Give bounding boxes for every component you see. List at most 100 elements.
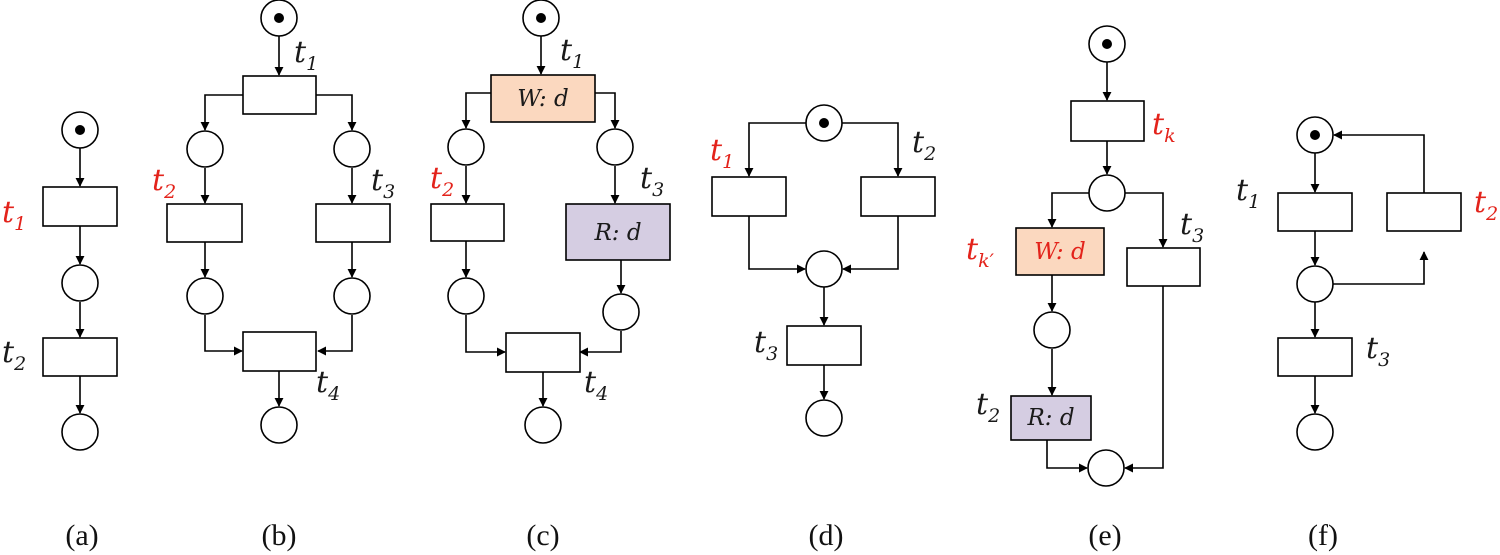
place <box>1088 174 1126 212</box>
read-label: R: d <box>1026 405 1074 431</box>
label-t2: t2 <box>430 161 454 201</box>
transition-t2 <box>166 203 243 243</box>
transition-t2 <box>42 337 118 377</box>
token <box>819 118 829 128</box>
arc <box>842 122 903 177</box>
transition-t4 <box>242 331 317 372</box>
transition-tk <box>1070 100 1145 142</box>
caption-a: (a) <box>65 519 98 552</box>
panel-c: W: d R: d t1 t2 t3 t4 <box>430 0 671 444</box>
panel-f: t1 t2 t3 <box>1236 116 1498 451</box>
label-t1: t1 <box>710 133 734 173</box>
label-tk-prime: tk′ <box>966 232 995 272</box>
transition-read <box>1010 395 1092 441</box>
label-t2: t2 <box>976 387 1000 427</box>
caption-d: (d) <box>809 519 844 552</box>
label-t1: t1 <box>1236 173 1260 213</box>
transition-t2 <box>1386 192 1462 232</box>
place <box>186 277 224 315</box>
panel-e: W: d R: d tk tk′ t3 t2 <box>966 25 1204 487</box>
place <box>333 130 371 168</box>
label-tk: tk <box>1152 107 1176 147</box>
arc <box>1046 440 1088 473</box>
place-end <box>1296 413 1334 451</box>
label-t3: t3 <box>371 163 395 203</box>
place-end <box>61 413 99 451</box>
transition-t3 <box>786 325 862 366</box>
transition-write <box>490 74 596 123</box>
place-end <box>260 406 298 444</box>
arc <box>200 94 243 131</box>
place <box>447 128 485 166</box>
panel-a: t1 t2 <box>2 111 118 451</box>
place <box>186 130 224 168</box>
place <box>602 293 640 331</box>
token <box>75 125 85 135</box>
label-t1: t1 <box>2 195 26 235</box>
transition-t4 <box>505 332 581 373</box>
place <box>333 277 371 315</box>
label-t3: t3 <box>754 325 778 365</box>
arc <box>842 216 899 274</box>
token <box>274 13 284 23</box>
arc <box>465 315 506 357</box>
place <box>1296 265 1334 303</box>
place-end <box>524 406 562 444</box>
place <box>61 264 99 302</box>
write-label: W: d <box>517 86 568 112</box>
label-t4: t4 <box>316 365 340 405</box>
transition-t1 <box>42 186 118 227</box>
place <box>596 128 634 166</box>
arc <box>461 92 491 129</box>
transition-t2 <box>430 203 505 242</box>
transition-write <box>1015 227 1105 276</box>
label-t3: t3 <box>1366 331 1390 371</box>
token <box>1102 39 1112 49</box>
transition-t2 <box>860 176 936 217</box>
caption-c: (c) <box>526 519 559 552</box>
transition-t1 <box>1277 192 1353 232</box>
arc <box>1047 192 1090 228</box>
arc <box>1124 286 1164 473</box>
label-t2: t2 <box>1474 185 1498 225</box>
label-t3: t3 <box>1180 207 1204 247</box>
place <box>447 277 485 315</box>
transition-t3 <box>315 203 391 243</box>
caption-e: (e) <box>1088 519 1121 552</box>
label-t1: t1 <box>294 35 318 75</box>
place-end <box>1087 449 1125 487</box>
place <box>1033 311 1071 349</box>
transition-t3 <box>1277 337 1353 377</box>
arc <box>748 216 806 274</box>
arc <box>316 94 357 131</box>
label-t3: t3 <box>640 161 664 201</box>
label-t1: t1 <box>560 33 584 73</box>
place <box>805 250 843 288</box>
arc <box>744 122 806 177</box>
arc <box>1125 192 1168 248</box>
token <box>536 13 546 23</box>
panel-b: t1 t2 t3 t4 <box>152 0 395 444</box>
arc <box>579 331 622 357</box>
panel-d: t1 t2 t3 <box>710 104 936 437</box>
caption-f: (f) <box>1308 519 1338 552</box>
write-label: W: d <box>1034 239 1085 265</box>
token <box>1310 130 1320 140</box>
arc <box>317 315 353 356</box>
place-end <box>805 399 843 437</box>
arc <box>595 92 620 129</box>
arc <box>1333 251 1429 285</box>
label-t2: t2 <box>2 335 26 375</box>
label-t4: t4 <box>584 365 608 405</box>
transition-read <box>565 203 671 261</box>
transition-t1 <box>711 176 787 217</box>
arc <box>1333 130 1425 193</box>
read-label: R: d <box>593 220 641 246</box>
label-t2: t2 <box>912 125 936 165</box>
transition-t3 <box>1126 247 1201 287</box>
transition-t1 <box>242 75 317 115</box>
label-t2: t2 <box>152 163 176 203</box>
caption-b: (b) <box>262 519 297 552</box>
